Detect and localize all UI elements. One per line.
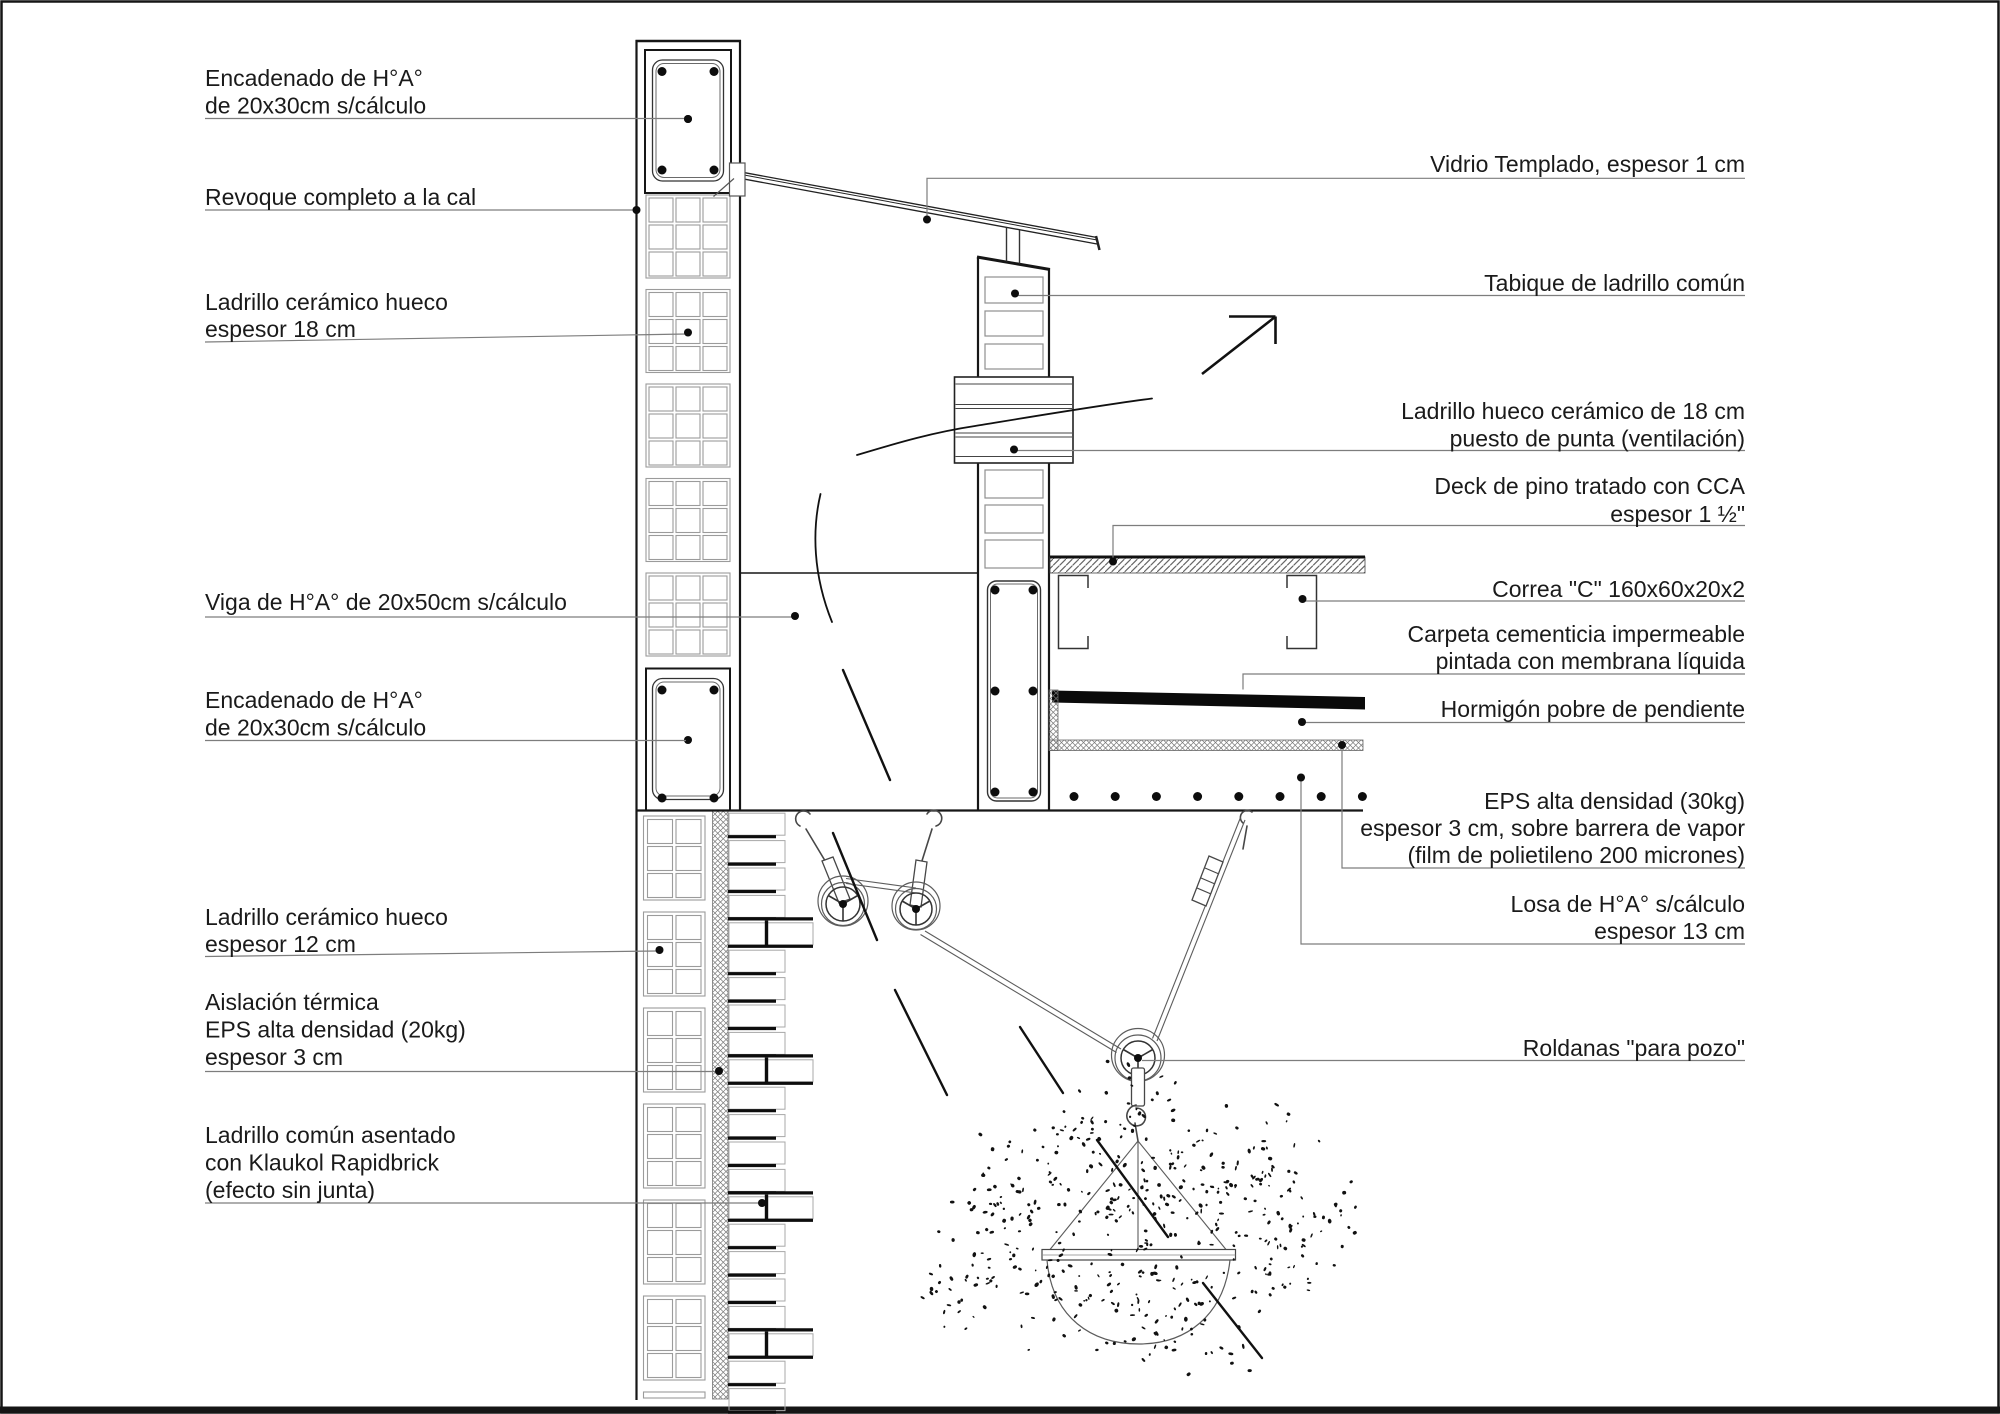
labels: Encadenado de H°A° de 20x30cm s/cálculo …: [205, 65, 1746, 1203]
label-hormigon: Hormigón pobre de pendiente: [1441, 696, 1745, 722]
hook-icon: [794, 810, 828, 865]
slab-rebar: [1069, 792, 1367, 801]
leader-lines: [204, 115, 1745, 1207]
airflow-curve: [856, 397, 1153, 456]
svg-text:espesor 3 cm: espesor 3 cm: [205, 1044, 343, 1070]
tie-beam-mid: [645, 667, 731, 812]
label-tabique: Tabique de ladrillo común: [1484, 270, 1745, 296]
label-ladrillo-vent: Ladrillo hueco cerámico de 18 cm: [1401, 398, 1745, 424]
hook-icon: [1239, 809, 1253, 850]
lower-wall: [642, 810, 814, 1414]
label-encadenado-inf: Encadenado de H°A°: [205, 687, 423, 713]
label-eps: EPS alta densidad (30kg): [1484, 788, 1745, 814]
svg-text:de 20x30cm s/cálculo: de 20x30cm s/cálculo: [205, 715, 426, 741]
glass-roof: [713, 162, 1101, 264]
hook-icon: [920, 809, 943, 865]
eps-insulation-strip: [712, 810, 729, 1400]
label-aislacion: Aislación térmica: [205, 989, 379, 1015]
airflow: [814, 315, 1277, 623]
roof-assembly: [1048, 555, 1367, 801]
plant-stems: [831, 668, 1264, 1360]
glass-support-bracket: [728, 162, 746, 197]
svg-text:pintada con membrana líquida: pintada con membrana líquida: [1436, 648, 1746, 674]
plant-foliage: [920, 1059, 1357, 1377]
eps-layer: [1049, 739, 1364, 751]
label-viga: Viga de H°A° de 20x50cm s/cálculo: [205, 589, 567, 615]
turnbuckle: [1191, 855, 1224, 907]
label-deck: Deck de pino tratado con CCA: [1434, 473, 1745, 499]
label-revoque: Revoque completo a la cal: [205, 184, 476, 210]
label-losa: Losa de H°A° s/cálculo: [1511, 891, 1745, 917]
svg-text:con Klaukol Rapidbrick: con Klaukol Rapidbrick: [205, 1150, 439, 1176]
label-ladrillo-12: Ladrillo cerámico hueco: [205, 904, 448, 930]
svg-text:espesor 12 cm: espesor 12 cm: [205, 931, 356, 957]
hanging-planter: [831, 668, 1357, 1377]
label-ladrillo-18: Ladrillo cerámico hueco: [205, 289, 448, 315]
label-roldanas: Roldanas "para pozo": [1523, 1035, 1745, 1061]
wood-deck: [1049, 556, 1366, 574]
svg-text:espesor 1 ½": espesor 1 ½": [1610, 501, 1745, 527]
tabique-beam: [986, 580, 1042, 802]
planter-bowl: [1046, 1259, 1231, 1345]
label-carpeta: Carpeta cementicia impermeable: [1408, 621, 1746, 647]
svg-text:puesto de punta (ventilación): puesto de punta (ventilación): [1450, 426, 1745, 452]
hollow-brick-18-column: [645, 194, 731, 657]
label-vidrio: Vidrio Templado, espesor 1 cm: [1430, 151, 1745, 177]
common-brick-veneer: [728, 812, 814, 1414]
hollow-brick-12-column: [642, 815, 706, 1399]
c-purlin-right: [1286, 574, 1318, 650]
svg-text:de 20x30cm s/cálculo: de 20x30cm s/cálculo: [205, 93, 426, 119]
svg-text:espesor 18 cm: espesor 18 cm: [205, 316, 356, 342]
glass-end-cap: [1094, 235, 1101, 251]
label-ladrillo-comun: Ladrillo común asentado: [205, 1122, 456, 1148]
cement-screed: [1052, 690, 1365, 710]
svg-text:espesor 3 cm, sobre barrera de: espesor 3 cm, sobre barrera de vapor: [1360, 815, 1745, 841]
label-encadenado-sup: Encadenado de H°A°: [205, 65, 423, 91]
svg-text:EPS alta densidad (20kg): EPS alta densidad (20kg): [205, 1017, 466, 1043]
c-purlin-left: [1057, 574, 1089, 650]
svg-text:(efecto sin junta): (efecto sin junta): [205, 1177, 375, 1203]
svg-text:espesor 13 cm: espesor 13 cm: [1594, 918, 1745, 944]
label-correa: Correa "C" 160x60x20x2: [1492, 576, 1745, 602]
svg-text:(film de polietileno 200 micro: (film de polietileno 200 micrones): [1408, 842, 1746, 868]
airflow-curve: [814, 493, 833, 623]
pulley-system: [794, 809, 1253, 1142]
airflow-arrow-icon: [1201, 315, 1277, 376]
